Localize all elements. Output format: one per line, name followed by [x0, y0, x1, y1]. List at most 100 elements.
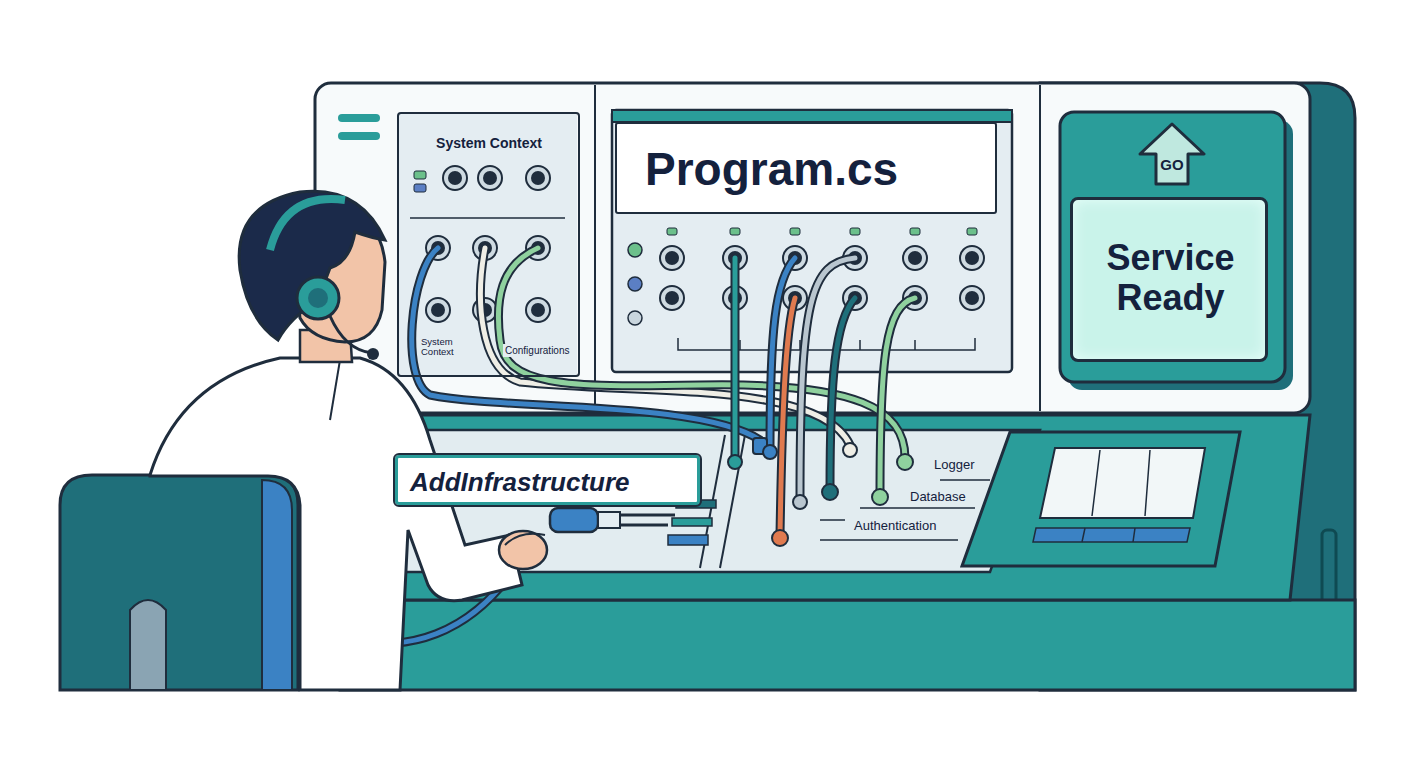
console-body	[338, 114, 380, 122]
jack-socket	[965, 251, 979, 265]
jack-socket	[443, 166, 467, 190]
operator	[130, 600, 166, 690]
operator	[60, 475, 298, 690]
desk	[668, 535, 708, 545]
jack-sockets	[667, 228, 677, 235]
desk	[672, 518, 712, 526]
tablet	[962, 432, 1240, 566]
jack-socket	[960, 286, 984, 310]
jack-socket	[531, 303, 545, 317]
text-slot: AddInfrastructure	[410, 468, 700, 497]
program-panel	[612, 110, 1012, 372]
jack-socket	[660, 246, 684, 270]
cable-plugs	[793, 495, 807, 509]
text-slot: System Context	[419, 336, 469, 359]
tablet	[962, 432, 1240, 566]
jack-socket	[426, 298, 450, 322]
operator	[367, 348, 379, 360]
desk	[860, 507, 975, 509]
cable-plugs	[763, 445, 777, 459]
patch-cables	[733, 258, 738, 460]
jack-socket	[483, 171, 497, 185]
text-slot: GO	[1138, 156, 1206, 174]
operator	[330, 316, 372, 353]
operator	[330, 360, 340, 420]
program-panel	[612, 110, 1012, 122]
program-panel	[612, 110, 1012, 372]
jack-socket	[660, 286, 684, 310]
cable-plugs	[728, 455, 742, 469]
status-panel	[1060, 112, 1285, 382]
jack-sockets	[730, 228, 740, 235]
jack-socket	[960, 246, 984, 270]
console-label: Database	[908, 487, 968, 505]
node-text: System Context	[436, 136, 542, 151]
context-panel: System ContextSystem ContextConfiguratio…	[397, 112, 580, 377]
label-text: Authentication	[852, 519, 938, 533]
operator	[550, 508, 598, 532]
operator	[60, 191, 675, 690]
jack-socket	[908, 251, 922, 265]
cable-plugs	[772, 530, 788, 546]
jack-sockets	[850, 228, 860, 235]
operator	[620, 515, 675, 525]
jack-sockets	[790, 228, 800, 235]
status-panel	[1060, 112, 1293, 390]
arrow-outline	[1138, 122, 1206, 186]
patch-cables	[498, 248, 905, 458]
tablet	[1082, 528, 1135, 542]
console-body	[315, 83, 1310, 413]
text-slot: Program.cs	[645, 144, 995, 195]
jack-socket	[526, 298, 550, 322]
patch-cables	[412, 248, 760, 440]
operator	[239, 191, 385, 340]
program-panel	[628, 277, 642, 291]
label-text: Logger	[932, 458, 976, 472]
desk	[820, 539, 958, 541]
jack-socket	[431, 303, 445, 317]
label-text: Database	[908, 490, 968, 504]
desk	[340, 600, 1355, 690]
node-text: Configurations	[503, 344, 571, 357]
system-context-panel	[410, 217, 565, 219]
console-body	[338, 132, 380, 140]
patch-cables	[880, 298, 915, 495]
jack-socket	[526, 298, 550, 322]
cable-plugs	[843, 443, 857, 457]
jack-socket	[448, 171, 462, 185]
jack-socket	[443, 166, 467, 190]
operator	[499, 531, 547, 569]
cable-plugs	[822, 484, 838, 500]
system-context-panel	[414, 184, 426, 192]
jack-socket	[478, 166, 502, 190]
jack-socket	[960, 246, 984, 270]
desk	[940, 479, 990, 481]
node-text: Service Ready	[1081, 238, 1260, 317]
operator	[505, 534, 545, 545]
operator	[262, 480, 292, 690]
node-text: GO	[1160, 157, 1183, 174]
patch-cables	[481, 248, 850, 445]
method-label: AddInfrastructure	[395, 455, 700, 505]
node-text: AddInfrastructure	[410, 468, 630, 497]
code-screen: Program.cs	[615, 122, 997, 214]
patch-cables	[800, 258, 855, 500]
console-label: Logger	[932, 455, 976, 473]
jack-socket	[903, 246, 927, 270]
jack-socket	[526, 166, 550, 190]
patch-cables	[800, 258, 855, 500]
jack-socket	[660, 246, 684, 270]
jack-socket	[903, 246, 927, 270]
desk	[720, 435, 745, 568]
patch-cables	[481, 248, 850, 445]
jack-socket	[665, 291, 679, 305]
patch-cables	[880, 298, 915, 495]
jack-socket	[665, 251, 679, 265]
tablet	[1092, 450, 1150, 516]
console-label: Authentication	[852, 516, 938, 534]
program-panel	[628, 311, 642, 325]
go-button: GO	[1138, 122, 1206, 186]
text-slot: System Context	[399, 134, 579, 152]
patch-cables	[412, 248, 760, 440]
